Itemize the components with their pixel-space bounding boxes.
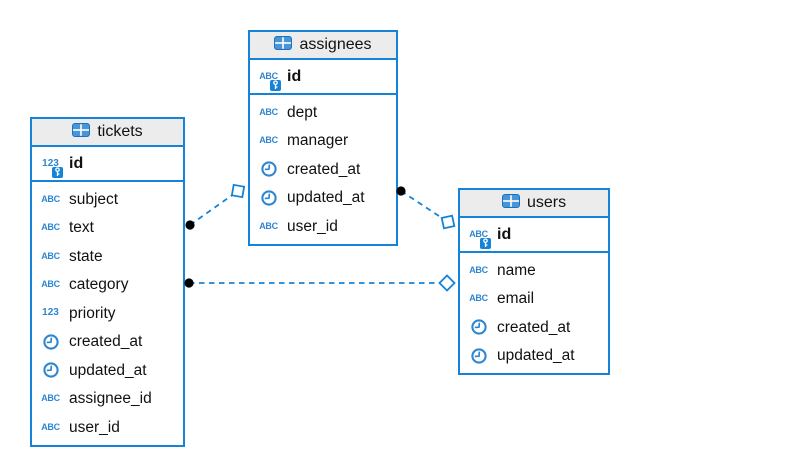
field-name: created_at (69, 333, 143, 350)
field-name: updated_at (69, 361, 147, 379)
field-name: text (69, 219, 94, 236)
field-name: subject (69, 190, 119, 208)
text-type-icon: ABC (41, 222, 60, 233)
table-icon (501, 193, 520, 213)
datetime-type-icon (465, 346, 492, 366)
table-title: users (526, 194, 567, 211)
text-type-icon: ABC (255, 67, 282, 91)
primary-key-icon (480, 237, 491, 249)
field-row-assignees-created_at[interactable]: created_at (250, 155, 396, 184)
table-title: tickets (97, 123, 143, 140)
relation-diamond-icon (440, 214, 456, 230)
field-name: id (69, 154, 84, 172)
table-users-pk-section: ABC id (460, 218, 608, 253)
field-row-tickets-user_id[interactable]: ABC user_id (32, 413, 183, 442)
table-assignees-header[interactable]: assignees (250, 32, 396, 60)
field-row-tickets-priority[interactable]: 123 priority (32, 299, 183, 328)
field-row-tickets-updated_at[interactable]: updated_at (32, 356, 183, 385)
text-type-icon: ABC (41, 421, 60, 432)
field-row-users-created_at[interactable]: created_at (460, 313, 608, 342)
field-name: name (497, 261, 536, 279)
datetime-type-icon (465, 317, 492, 337)
table-title: assignees (299, 36, 372, 53)
datetime-type-icon (255, 188, 282, 208)
field-row-users-updated_at[interactable]: updated_at (460, 342, 608, 371)
field-name: assignee_id (69, 390, 152, 407)
field-name: created_at (497, 318, 571, 336)
field-row-tickets-subject[interactable]: ABC subject (32, 185, 183, 214)
text-type-icon: ABC (469, 293, 488, 304)
relation-assignees-users[interactable] (396, 186, 456, 230)
text-type-icon: ABC (465, 225, 492, 249)
field-row-tickets-state[interactable]: ABC state (32, 242, 183, 271)
table-icon (72, 122, 91, 142)
relation-diamond-icon (230, 183, 246, 199)
field-row-assignees-id[interactable]: ABC id (250, 60, 396, 93)
field-name: updated_at (287, 189, 365, 206)
datetime-type-icon (255, 159, 282, 179)
field-row-users-name[interactable]: ABC name (460, 256, 608, 285)
datetime-type-icon (37, 332, 64, 352)
field-row-users-email[interactable]: ABC email (460, 285, 608, 314)
field-name: user_id (69, 418, 120, 436)
text-type-icon: ABC (41, 250, 60, 261)
field-name: email (497, 290, 535, 307)
field-row-tickets-created_at[interactable]: created_at (32, 328, 183, 357)
field-name: id (497, 225, 512, 243)
field-row-assignees-manager[interactable]: ABC manager (250, 127, 396, 156)
text-type-icon: ABC (41, 279, 60, 290)
field-name: state (69, 247, 103, 265)
primary-key-icon (270, 79, 281, 91)
field-name: category (69, 276, 129, 293)
text-type-icon: ABC (259, 106, 278, 117)
field-name: user_id (287, 217, 338, 235)
field-name: created_at (287, 160, 361, 178)
text-type-icon: ABC (259, 135, 278, 146)
table-icon (274, 35, 293, 55)
field-row-assignees-updated_at[interactable]: updated_at (250, 184, 396, 213)
field-row-tickets-category[interactable]: ABC category (32, 271, 183, 300)
primary-key-icon (52, 166, 63, 178)
table-tickets-header[interactable]: tickets (32, 119, 183, 147)
text-type-icon: ABC (41, 393, 60, 404)
table-users-header[interactable]: users (460, 190, 608, 218)
field-row-tickets-assignee_id[interactable]: ABC assignee_id (32, 385, 183, 414)
text-type-icon: ABC (469, 264, 488, 275)
field-row-users-id[interactable]: ABC id (460, 218, 608, 251)
number-type-icon: 123 (37, 154, 64, 178)
field-row-assignees-dept[interactable]: ABC dept (250, 98, 396, 127)
field-name: id (287, 67, 302, 85)
table-assignees-pk-section: ABC id (250, 60, 396, 95)
text-type-icon: ABC (41, 193, 60, 204)
text-type-icon: ABC (259, 220, 278, 231)
field-row-assignees-user_id[interactable]: ABC user_id (250, 212, 396, 241)
relation-tickets-users[interactable] (184, 274, 456, 292)
datetime-type-icon (37, 360, 64, 380)
number-type-icon: 123 (42, 307, 59, 319)
field-name: priority (69, 304, 116, 322)
field-name: dept (287, 103, 318, 121)
field-row-tickets-text[interactable]: ABC text (32, 214, 183, 243)
field-row-tickets-id[interactable]: 123 id (32, 147, 183, 180)
field-name: updated_at (497, 347, 575, 364)
field-name: manager (287, 132, 349, 149)
table-tickets-pk-section: 123 id (32, 147, 183, 182)
relation-tickets-assignees[interactable] (185, 183, 246, 230)
